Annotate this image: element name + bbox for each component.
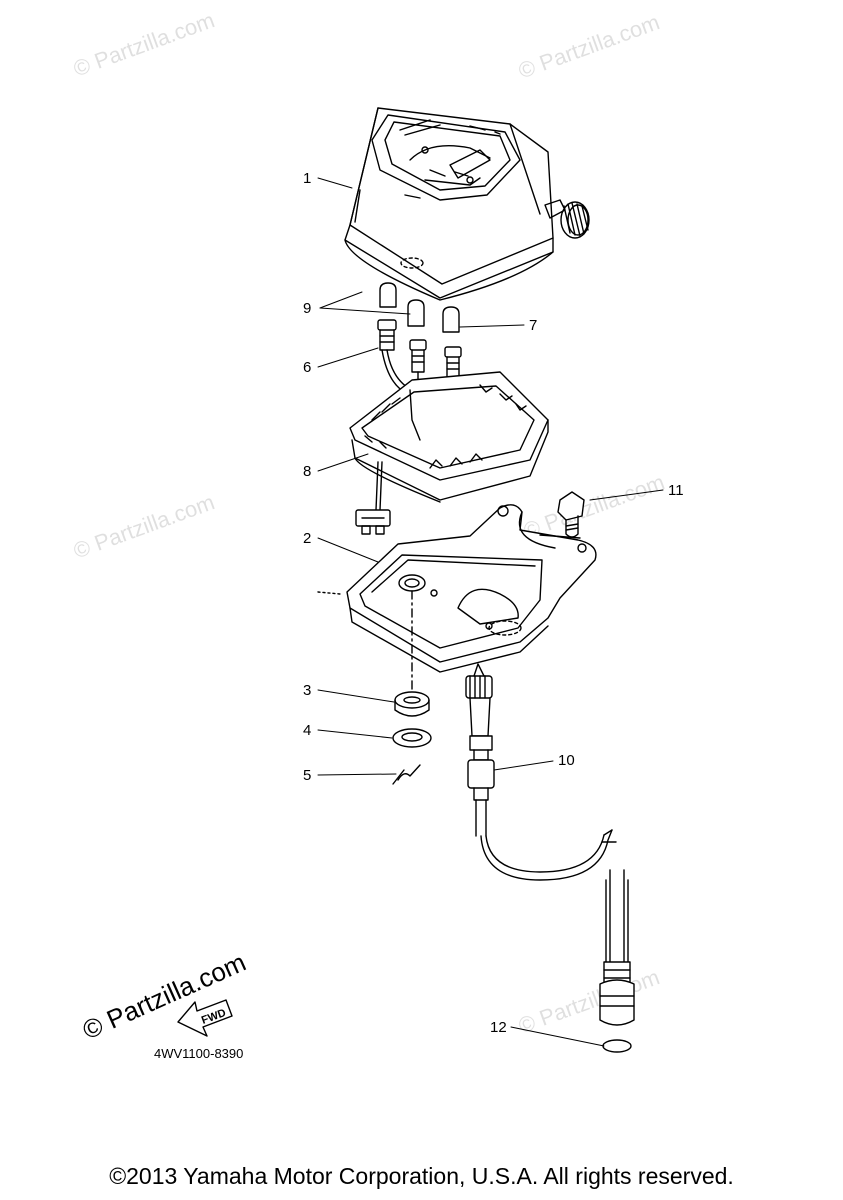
speedometer-cable: [465, 663, 635, 1053]
callout-2: 2: [303, 530, 312, 547]
bulbs: [379, 282, 460, 333]
callout-7: 7: [529, 317, 538, 334]
diagram-code: 4WV1100-8390: [154, 1046, 244, 1061]
screw: [557, 491, 585, 549]
callout-3: 3: [303, 682, 312, 699]
fwd-arrow-icon: [177, 999, 233, 1037]
callout-4: 4: [303, 722, 312, 739]
frame-gasket: [349, 371, 549, 535]
callout-11: 11: [668, 482, 684, 499]
leader-lines: [317, 177, 664, 1047]
meter-assembly: [344, 107, 590, 301]
callout-1: 1: [303, 170, 312, 187]
callout-6: 6: [303, 359, 312, 376]
callout-5: 5: [303, 767, 312, 784]
callout-8: 8: [303, 463, 312, 480]
callout-9: 9: [303, 300, 312, 317]
callout-10: 10: [558, 752, 575, 769]
lower-case: [317, 504, 597, 691]
callout-12: 12: [490, 1019, 507, 1036]
copyright-text: ©2013 Yamaha Motor Corporation, U.S.A. A…: [109, 1163, 734, 1189]
grommet-washer-clip: [392, 691, 432, 785]
